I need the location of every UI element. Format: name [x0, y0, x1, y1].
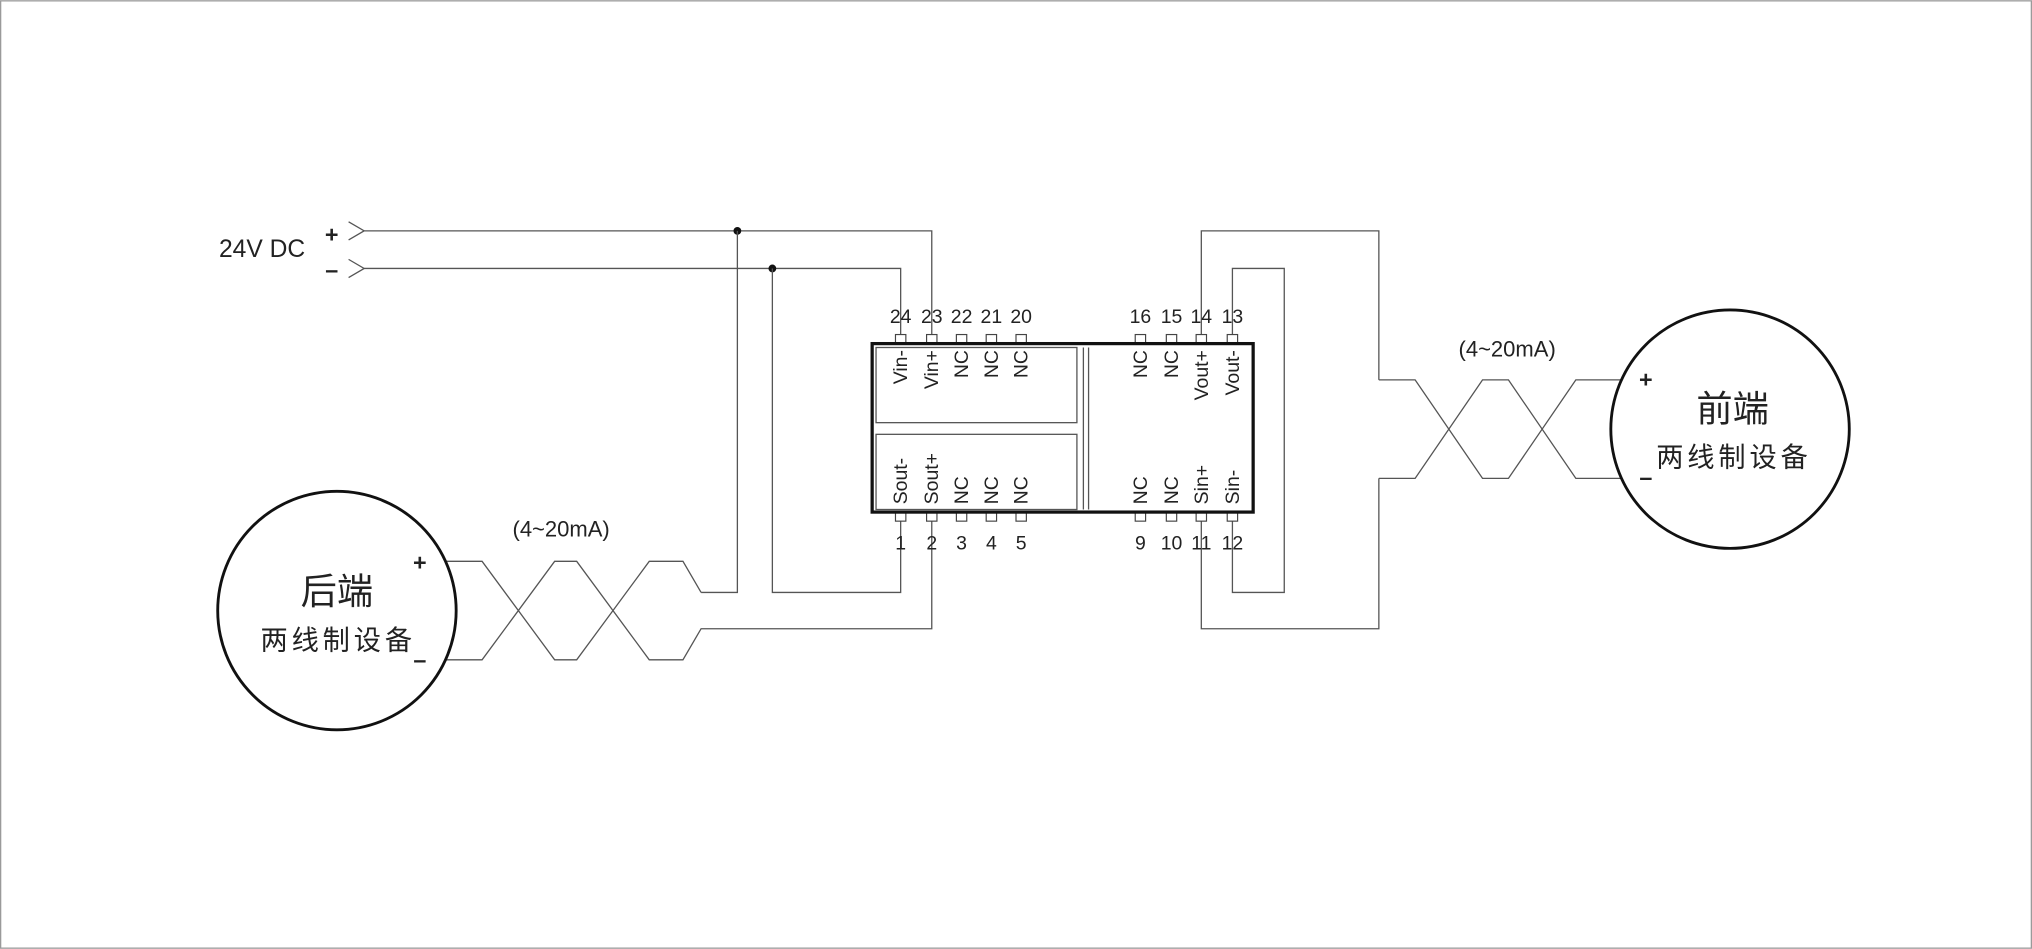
right-wiring: (4~20mA)	[1200, 230, 1622, 630]
pin-number: 15	[1161, 306, 1183, 328]
pin-label: Sin+	[1191, 465, 1213, 504]
pin-label: NC	[1011, 476, 1033, 504]
pin-label: Sout-	[890, 458, 912, 504]
module-body	[870, 341, 1255, 514]
module-input-section	[875, 346, 1078, 424]
power-minus-sign: –	[325, 257, 338, 283]
right-pair-wire-a	[1378, 379, 1622, 480]
pin-label: Vin+	[921, 350, 943, 389]
right-device: 前端 两线制设备 + –	[1609, 308, 1851, 550]
pin-number: 5	[1016, 533, 1027, 555]
pin-label: NC	[1161, 350, 1183, 378]
left-device-plus: +	[413, 549, 427, 575]
pin-label: NC	[981, 350, 1003, 378]
right-pair-wire-b	[1378, 379, 1622, 480]
left-pair-wire-b	[445, 521, 933, 661]
pin-label: Sin-	[1222, 470, 1244, 505]
pin-number: 11	[1191, 533, 1211, 555]
pin-number: 23	[921, 306, 943, 328]
pin-label: NC	[1011, 350, 1033, 378]
pin-number: 22	[951, 306, 973, 328]
right-device-subtitle: 两线制设备	[1656, 443, 1811, 474]
isolator-module: 24 23 22 21 20 16 15 14 13 1 2 3 4 5 9 1…	[870, 306, 1255, 555]
pin-number: 12	[1222, 533, 1244, 555]
pin-label: Sout+	[921, 453, 943, 504]
pin-number: 13	[1222, 306, 1244, 328]
pin-number: 16	[1130, 306, 1152, 328]
pin-label: Vin-	[890, 350, 912, 384]
pin-number: 14	[1191, 306, 1213, 328]
pin-label: NC	[1161, 476, 1183, 504]
vout-plus-wire	[1200, 230, 1380, 380]
pin-label: NC	[1130, 350, 1152, 378]
left-pair-wire-a	[445, 560, 702, 661]
right-device-plus: +	[1639, 367, 1653, 393]
plus-branch-wire	[701, 230, 739, 594]
right-device-minus: –	[1639, 464, 1652, 490]
power-wiring	[364, 226, 933, 594]
pin-number: 21	[981, 306, 1003, 328]
pin-label: Vout+	[1191, 350, 1213, 400]
pin-number: 4	[986, 533, 997, 555]
power-label: 24V DC	[219, 236, 305, 263]
left-device-subtitle: 两线制设备	[261, 625, 416, 656]
pin-number: 1	[895, 533, 906, 555]
left-device-circle	[216, 489, 458, 732]
module-signal-section	[875, 433, 1078, 511]
left-twisted-pair: (4~20mA)	[445, 517, 933, 661]
right-loop-label: (4~20mA)	[1459, 337, 1556, 362]
pin-number: 10	[1161, 533, 1183, 555]
pin-label: NC	[951, 350, 973, 378]
pin-label: Vout-	[1222, 350, 1244, 395]
pin-label: NC	[981, 476, 1003, 504]
left-loop-label: (4~20mA)	[512, 517, 609, 542]
pin-number: 2	[926, 533, 937, 555]
minus-branch-wire	[771, 268, 902, 594]
sin-plus-wire	[1200, 478, 1380, 630]
power-minus-wire	[364, 267, 902, 335]
power-plus-wire	[364, 230, 933, 335]
power-plus-sign: +	[325, 222, 339, 248]
left-device: 后端 两线制设备 + –	[216, 489, 458, 732]
pin-number: 20	[1010, 306, 1032, 328]
pin-label: NC	[1130, 476, 1152, 504]
pin-number: 24	[890, 306, 912, 328]
pin-number: 3	[956, 533, 967, 555]
pin-number: 9	[1135, 533, 1146, 555]
pin-label: NC	[951, 476, 973, 504]
right-device-title: 前端	[1696, 387, 1769, 430]
left-device-title: 后端	[301, 570, 374, 613]
right-device-circle	[1609, 308, 1851, 550]
left-device-minus: –	[413, 647, 426, 673]
vout-minus-loop-wire	[1231, 267, 1285, 594]
